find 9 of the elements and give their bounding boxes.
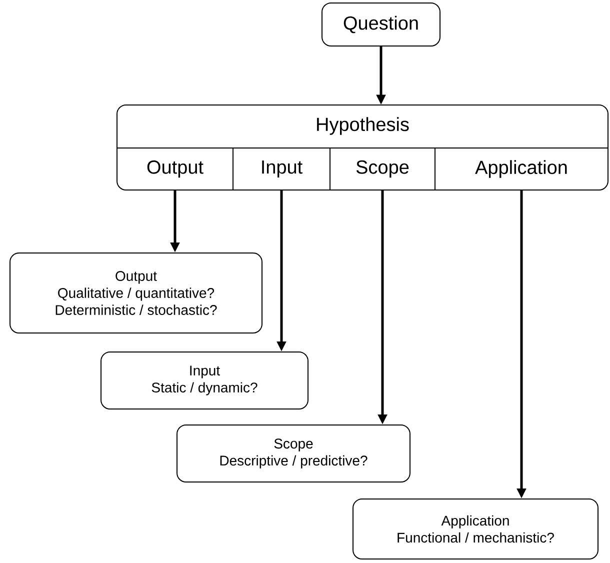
table-cell: Output (147, 160, 204, 178)
rounded-box: Application Functional / mechanistic? (352, 498, 598, 560)
rounded-box: Scope Descriptive / predictive? (176, 424, 410, 482)
rounded-box: Output Qualitative / quantitative? Deterministic / stochastic? (10, 252, 262, 334)
table-cell: Input (262, 160, 302, 178)
table-cell: Scope (356, 160, 409, 178)
table-cell: Application (475, 160, 567, 178)
rounded-box: Input Static / dynamic? (100, 352, 308, 410)
rounded-box: Question (322, 2, 440, 46)
